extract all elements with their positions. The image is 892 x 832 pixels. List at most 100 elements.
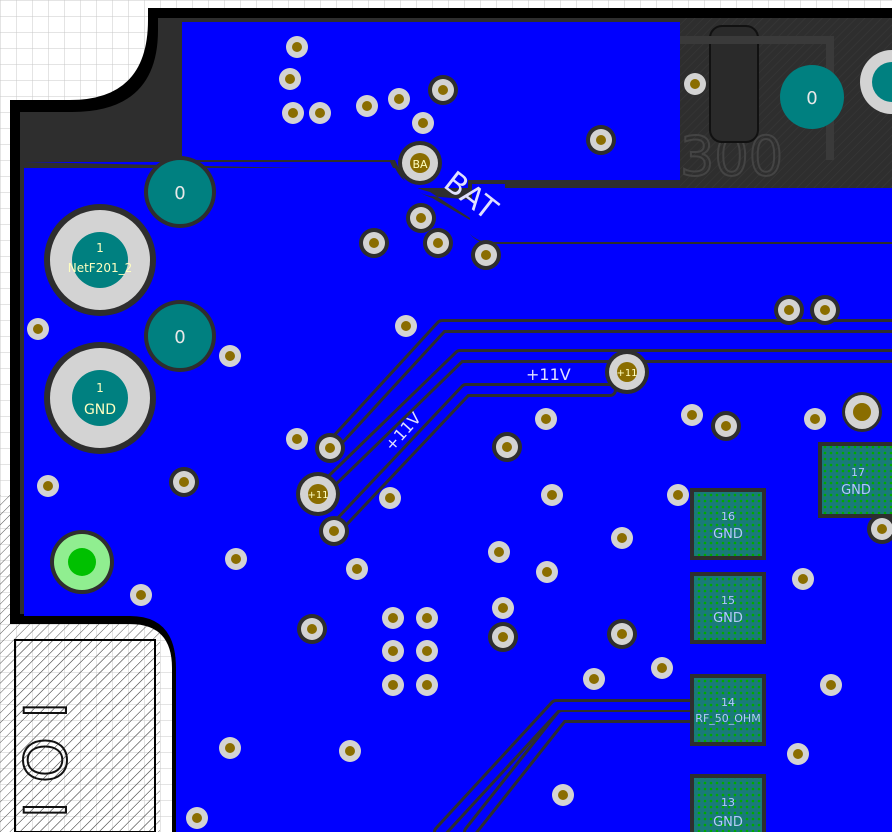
via-drill	[877, 524, 887, 534]
via-11v-left[interactable]: +11	[296, 472, 340, 516]
via-drill	[617, 533, 627, 543]
via-drill	[558, 790, 568, 800]
mount-pad-top[interactable]: 0	[144, 156, 216, 228]
via-drill	[315, 108, 325, 118]
mount-pad-mid[interactable]: 0	[144, 300, 216, 372]
svg-text:1: 1	[96, 241, 104, 255]
via-bat[interactable]: BA	[398, 141, 442, 185]
via-drill	[502, 442, 512, 452]
via-drill	[798, 574, 808, 584]
svg-text:15: 15	[721, 594, 735, 607]
svg-text:1: 1	[96, 381, 104, 395]
via-drill	[547, 490, 557, 500]
pad-partial-right-inner	[872, 62, 892, 102]
via-drill	[596, 135, 606, 145]
svg-text:+11: +11	[616, 368, 637, 379]
via-drill	[784, 305, 794, 315]
via-drill	[388, 680, 398, 690]
svg-text:16: 16	[721, 510, 735, 523]
via-drill	[352, 564, 362, 574]
via-drill	[136, 590, 146, 600]
via-drill	[498, 603, 508, 613]
via-drill	[617, 629, 627, 639]
smd-pad-17[interactable]: 17 GND	[818, 442, 892, 518]
via-drill	[394, 94, 404, 104]
svg-text:14: 14	[721, 696, 735, 709]
via-drill	[541, 414, 551, 424]
green-test-pad[interactable]	[50, 530, 114, 594]
via-drill	[288, 108, 298, 118]
silk-edge-text: I O I	[12, 702, 80, 819]
via-drill	[422, 680, 432, 690]
via-drill	[362, 101, 372, 111]
svg-text:BA: BA	[412, 158, 428, 171]
via-drill	[657, 663, 667, 673]
via-drill	[192, 813, 202, 823]
svg-text:GND: GND	[713, 527, 743, 542]
keepout-box	[14, 639, 156, 832]
via-drill	[422, 646, 432, 656]
mount-pad-right[interactable]: 0	[780, 65, 844, 129]
via-drill	[385, 493, 395, 503]
svg-text:0: 0	[174, 327, 185, 348]
via-11v-right[interactable]: +11	[605, 350, 649, 394]
via-drill	[285, 74, 295, 84]
copper-pour-strip	[505, 188, 892, 242]
smd-pad-14[interactable]: 14 RF_50_OHM	[690, 674, 766, 746]
smd-pad-13[interactable]: 13 GND	[690, 774, 766, 832]
via-drill	[481, 250, 491, 260]
smd-pad-16[interactable]: 16 GND	[690, 488, 766, 560]
via-drill	[494, 547, 504, 557]
via-drill	[292, 434, 302, 444]
svg-text:17: 17	[851, 466, 865, 479]
svg-text:0: 0	[806, 88, 817, 109]
net-label-11v: +11V	[526, 365, 571, 384]
via-drill	[33, 324, 43, 334]
svg-text:GND: GND	[84, 402, 116, 418]
via-drill	[498, 632, 508, 642]
via-drill	[810, 414, 820, 424]
via-drill	[438, 85, 448, 95]
via-drill	[418, 118, 428, 128]
via-drill	[225, 351, 235, 361]
terminal-pad-gnd[interactable]: 1 GND	[44, 342, 156, 454]
via-drill	[307, 624, 317, 634]
via-drill	[687, 410, 697, 420]
svg-text:+11: +11	[307, 490, 328, 501]
via-drill	[826, 680, 836, 690]
svg-text:0: 0	[174, 183, 185, 204]
svg-text:GND: GND	[841, 483, 871, 498]
via-drill	[673, 490, 683, 500]
via-drill	[820, 305, 830, 315]
via-drill	[422, 613, 432, 623]
via-drill	[325, 443, 335, 453]
svg-text:RF_50_OHM: RF_50_OHM	[695, 712, 760, 725]
terminal-pad-netf201[interactable]: 1 NetF201_2	[44, 204, 156, 316]
via-drill	[388, 646, 398, 656]
via-drill	[225, 743, 235, 753]
via-drill	[401, 321, 411, 331]
via-drill	[329, 526, 339, 536]
via-large-right[interactable]	[842, 392, 882, 432]
svg-text:GND: GND	[713, 815, 743, 830]
via-drill	[542, 567, 552, 577]
via-drill	[292, 42, 302, 52]
via-drill	[388, 613, 398, 623]
via-drill	[231, 554, 241, 564]
trace-group	[311, 319, 892, 832]
svg-text:NetF201_2: NetF201_2	[68, 261, 133, 275]
copper-pour	[24, 22, 892, 832]
via-group	[27, 36, 892, 829]
component-capacitor	[709, 25, 759, 143]
via-drill	[690, 79, 700, 89]
svg-text:GND: GND	[713, 611, 743, 626]
via-drill	[43, 481, 53, 491]
svg-text:13: 13	[721, 796, 735, 809]
via-drill	[179, 477, 189, 487]
via-drill	[345, 746, 355, 756]
via-drill	[793, 749, 803, 759]
smd-pad-15[interactable]: 15 GND	[690, 572, 766, 644]
via-drill	[369, 238, 379, 248]
via-drill	[433, 238, 443, 248]
